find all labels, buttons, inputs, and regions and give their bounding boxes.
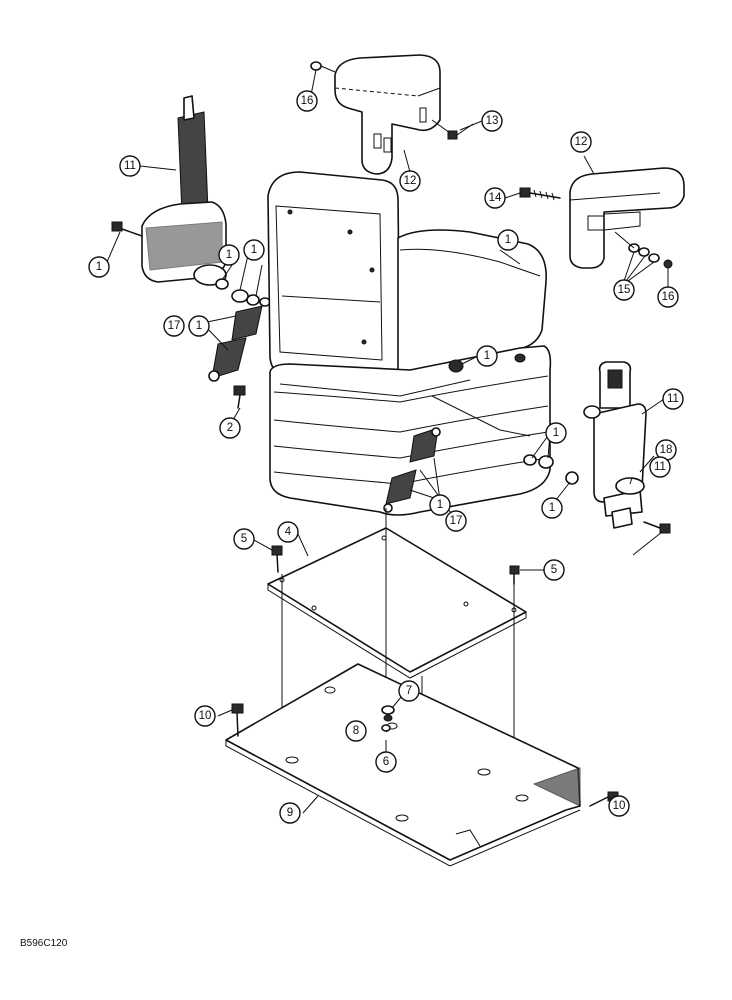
callout-10-left: 10: [194, 705, 216, 727]
svg-text:1: 1: [549, 502, 555, 514]
svg-text:9: 9: [287, 807, 293, 819]
callout-1-bracket-left: 1: [188, 315, 210, 337]
callout-15: 15: [613, 279, 635, 301]
svg-text:1: 1: [484, 350, 490, 362]
callout-16-top: 16: [296, 90, 318, 112]
belt-brackets-right: [383, 427, 441, 513]
svg-text:1: 1: [96, 261, 102, 273]
callout-5-left: 5: [233, 528, 255, 550]
svg-text:13: 13: [486, 115, 499, 127]
svg-text:7: 7: [406, 685, 412, 697]
nut-7: [381, 705, 395, 722]
callout-9: 9: [279, 802, 301, 824]
svg-text:10: 10: [613, 800, 626, 812]
svg-text:6: 6: [383, 756, 389, 768]
seat: [267, 171, 552, 516]
svg-text:1: 1: [251, 244, 257, 256]
callout-1-spacer-right: 1: [545, 422, 567, 444]
armrest-right: [569, 167, 685, 269]
svg-text:1: 1: [505, 234, 511, 246]
svg-text:1: 1: [437, 499, 443, 511]
svg-text:18: 18: [660, 444, 673, 456]
svg-text:14: 14: [489, 192, 502, 204]
svg-text:11: 11: [667, 393, 679, 405]
callout-1-spacer-b: 1: [243, 239, 265, 261]
spacers-right: [523, 454, 579, 485]
callout-1-bracket-right: 1: [429, 494, 451, 516]
svg-text:17: 17: [450, 515, 463, 527]
callout-17-left: 17: [163, 315, 185, 337]
callout-1-left-bolt: 1: [88, 256, 110, 278]
bolt-1-right: [643, 521, 671, 534]
svg-text:1: 1: [196, 320, 202, 332]
callout-1-seat: 1: [497, 229, 519, 251]
mounting-plate: [267, 527, 527, 679]
washers-15: [614, 231, 673, 269]
svg-text:8: 8: [353, 725, 359, 737]
armrest-left: [334, 54, 441, 175]
callout-11-right-top: 11: [662, 388, 684, 410]
svg-text:4: 4: [285, 526, 292, 538]
callout-6: 6: [375, 751, 397, 773]
callout-10-right: 10: [608, 795, 630, 817]
svg-text:12: 12: [404, 175, 417, 187]
svg-text:17: 17: [168, 320, 181, 332]
callout-12-top: 12: [399, 170, 421, 192]
callout-11-right-lower: 11: [649, 456, 671, 478]
svg-text:16: 16: [662, 291, 675, 303]
callout-14: 14: [484, 187, 506, 209]
figure-code: B596C120: [20, 938, 68, 949]
callout-5-right: 5: [543, 559, 565, 581]
bolt-13: [431, 119, 474, 140]
svg-text:5: 5: [551, 564, 557, 576]
bolt-5-left: [271, 545, 283, 573]
screw-16-top: [310, 61, 336, 73]
callout-17-right: 17: [445, 510, 467, 532]
svg-text:11: 11: [654, 461, 666, 473]
callout-4: 4: [277, 521, 299, 543]
bolt-14: [519, 187, 561, 201]
bolt-10-left: [231, 703, 244, 737]
base-frame: [225, 663, 581, 867]
seatbelt-retractor-left: [141, 95, 227, 286]
svg-text:10: 10: [199, 710, 212, 722]
callout-1-knob: 1: [476, 345, 498, 367]
svg-text:11: 11: [124, 160, 136, 172]
callout-2: 2: [219, 417, 241, 439]
svg-text:1: 1: [226, 249, 232, 261]
callout-16-right: 16: [657, 286, 679, 308]
callout-1-spacer-a: 1: [218, 244, 240, 266]
callout-12-right: 12: [570, 131, 592, 153]
callout-13: 13: [481, 110, 503, 132]
bolt-5-right: [509, 565, 520, 585]
spacers-left: [215, 278, 271, 307]
belt-brackets-left: [208, 305, 263, 382]
bolt-2: [233, 385, 246, 409]
callout-11-left: 11: [119, 155, 141, 177]
callout-8: 8: [345, 720, 367, 742]
bolt-1-left: [111, 221, 143, 237]
seatbelt-buckle-right: [583, 361, 647, 529]
callout-1-washer-right: 1: [541, 497, 563, 519]
svg-text:12: 12: [575, 136, 588, 148]
washer-8: [381, 724, 391, 732]
svg-text:5: 5: [241, 533, 247, 545]
svg-text:15: 15: [618, 284, 631, 296]
svg-text:2: 2: [227, 422, 233, 434]
svg-text:1: 1: [553, 427, 559, 439]
svg-text:16: 16: [301, 95, 314, 107]
callout-7: 7: [398, 680, 420, 702]
